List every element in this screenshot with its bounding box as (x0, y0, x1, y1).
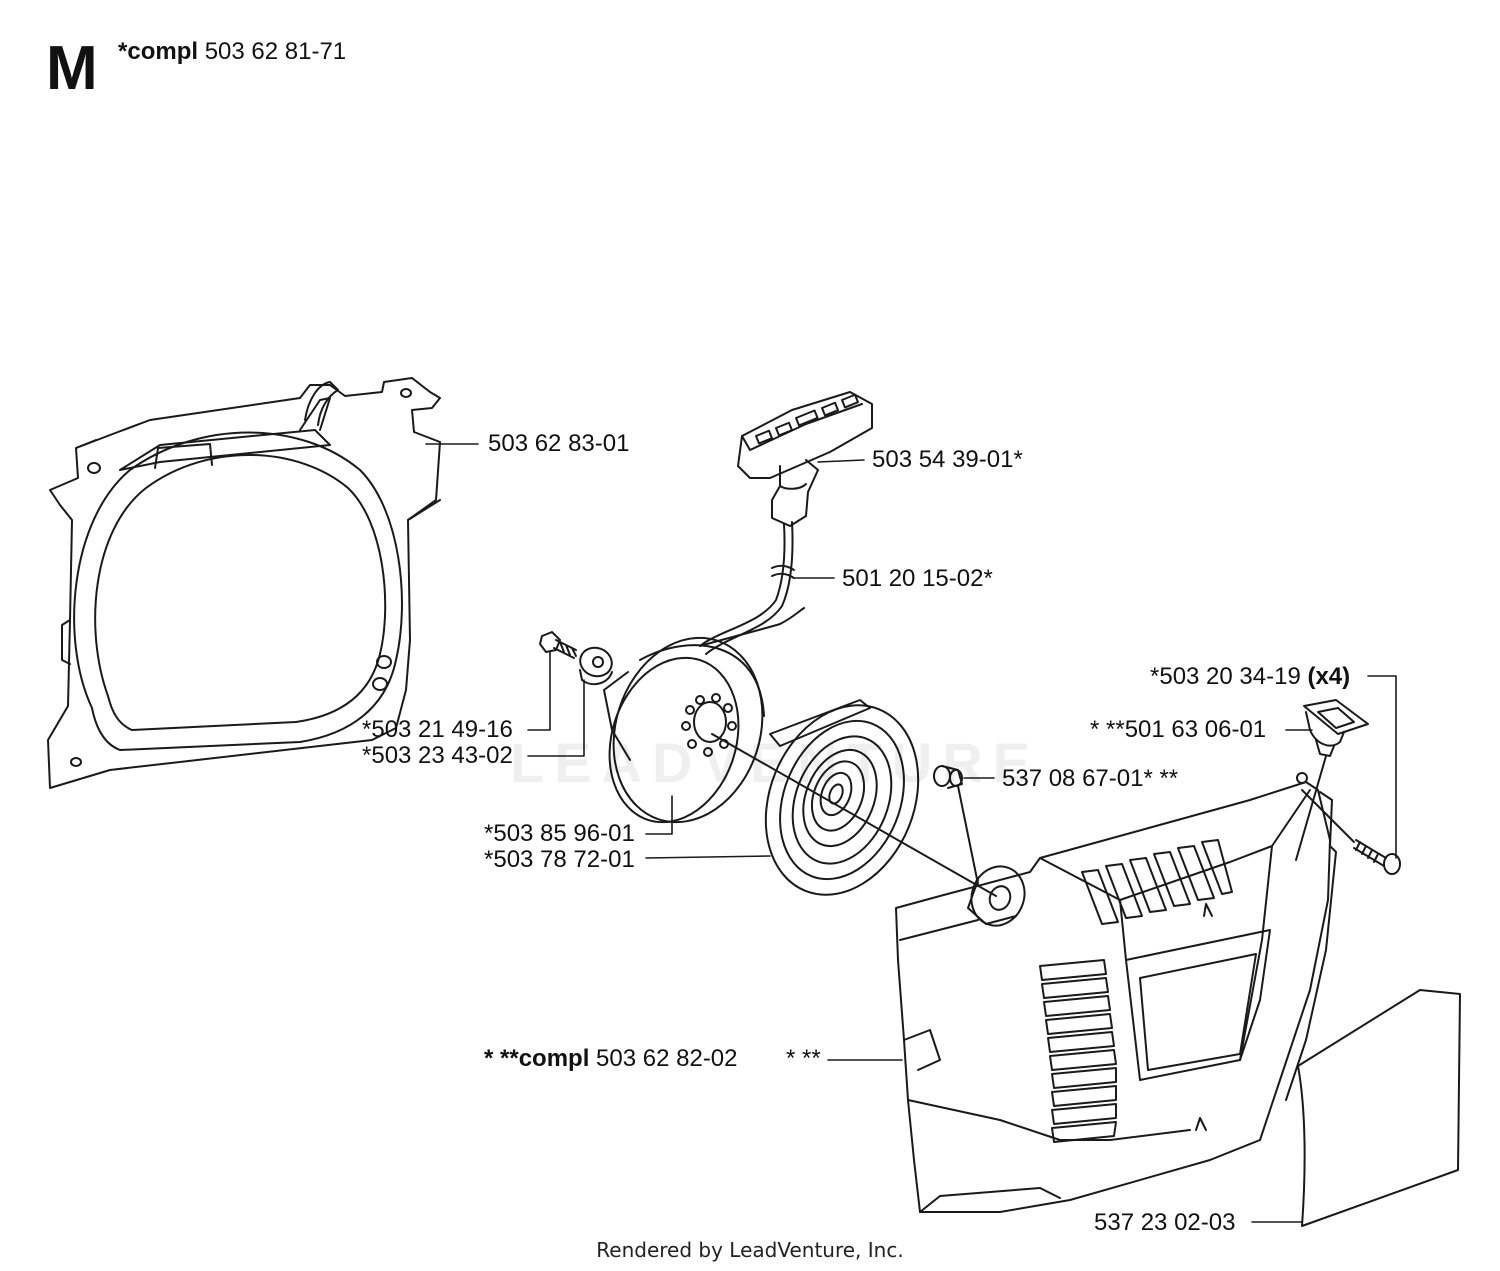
starter-cover-suffix: * ** (786, 1045, 821, 1072)
section-letter: M (46, 34, 98, 103)
part-label-bushing[interactable]: 537 08 67-01* ** (1002, 765, 1179, 792)
assembly-axis-line (711, 733, 997, 897)
leader-lines (425, 443, 1397, 1223)
starter-handle-drawing (737, 391, 873, 527)
part-label-washer-small[interactable]: *503 23 43-02 (362, 742, 513, 769)
part-label-starter-cover[interactable]: * **compl 503 62 82-02 (484, 1047, 738, 1071)
footer-credit: Rendered by LeadVenture, Inc. (596, 1238, 904, 1262)
watermark-text: LEADVENTURE (510, 731, 1041, 794)
starter-cover-drawing (895, 772, 1337, 1213)
part-label-pulley[interactable]: *503 85 96-01 (484, 820, 635, 847)
starter-rope-drawing (699, 521, 805, 655)
part-label-recoil-spring[interactable]: *503 78 72-01 (484, 846, 635, 873)
part-label-cover-screw[interactable]: *503 20 34-19 (x4) (1150, 665, 1350, 689)
cover-screw-quantity: (x4) (1307, 663, 1351, 690)
part-label-air-valve[interactable]: * **501 63 06-01 (1090, 716, 1267, 743)
fan-housing-drawing (47, 377, 441, 789)
part-label-starter-rope[interactable]: 501 20 15-02* (842, 565, 993, 592)
part-label-screw-small[interactable]: *503 21 49-16 (362, 716, 513, 743)
part-label-fan-housing[interactable]: 503 62 83-01 (488, 430, 630, 457)
starter-cover-prefix: * **compl (484, 1045, 590, 1072)
assembly-heading: *compl 503 62 81-71 (118, 38, 346, 66)
assembly-prefix: *compl (118, 38, 199, 65)
assembly-part-number: 503 62 81-71 (204, 38, 347, 65)
part-label-decal[interactable]: 537 23 02-03 (1094, 1209, 1236, 1236)
decal-drawing (1297, 989, 1461, 1227)
cover-screw-part-number: *503 20 34-19 (1150, 663, 1301, 690)
recoil-spring-drawing (764, 699, 920, 896)
screw-washer-drawing (539, 631, 613, 686)
pulley-drawing (603, 636, 765, 824)
starter-cover-part-number: 503 62 82-02 (596, 1045, 738, 1072)
bushing-drawing (933, 765, 979, 885)
cover-screw-drawing (1301, 789, 1401, 875)
part-label-starter-handle[interactable]: 503 54 39-01* (872, 446, 1023, 473)
